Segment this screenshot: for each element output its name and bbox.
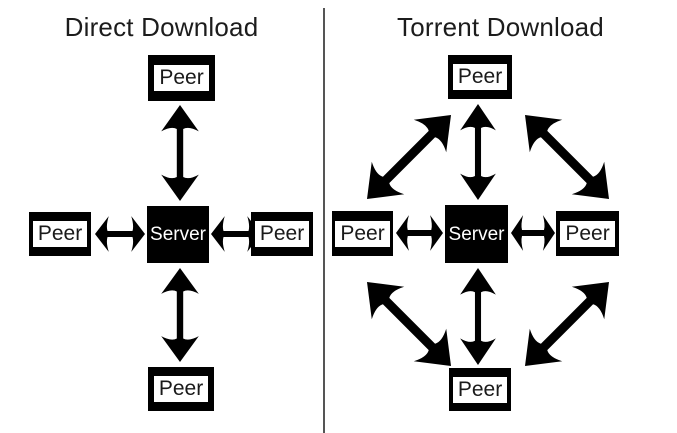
node-label: Peer: [153, 376, 209, 402]
node-peer-bottom-torrent: Peer: [449, 368, 511, 411]
node-peer-right-torrent: Peer: [556, 211, 619, 256]
panel-direct-download: Direct Download: [0, 0, 323, 433]
node-label: Peer: [452, 64, 508, 90]
vertical-divider: [323, 8, 325, 433]
node-label: Peer: [452, 376, 508, 403]
node-label: Peer: [254, 221, 310, 247]
node-label: Peer: [560, 220, 615, 247]
panel-title-torrent-download: Torrent Download: [397, 12, 604, 42]
node-label: Server: [150, 224, 206, 245]
panel-torrent-download: Torrent Download: [324, 0, 677, 433]
node-label: Peer: [154, 65, 209, 91]
node-label: Server: [448, 223, 505, 245]
node-peer-top-torrent: Peer: [448, 55, 512, 99]
node-label: Peer: [32, 221, 88, 247]
node-server-direct: Server: [147, 206, 209, 263]
node-peer-left-direct: Peer: [29, 212, 91, 256]
node-peer-left-torrent: Peer: [332, 211, 393, 256]
node-server-torrent: Server: [445, 205, 508, 263]
panel-title-direct-download: Direct Download: [64, 12, 259, 42]
node-label: Peer: [335, 220, 390, 247]
node-peer-top-direct: Peer: [148, 55, 215, 101]
node-peer-right-direct: Peer: [251, 212, 313, 256]
node-peer-bottom-direct: Peer: [148, 367, 214, 411]
